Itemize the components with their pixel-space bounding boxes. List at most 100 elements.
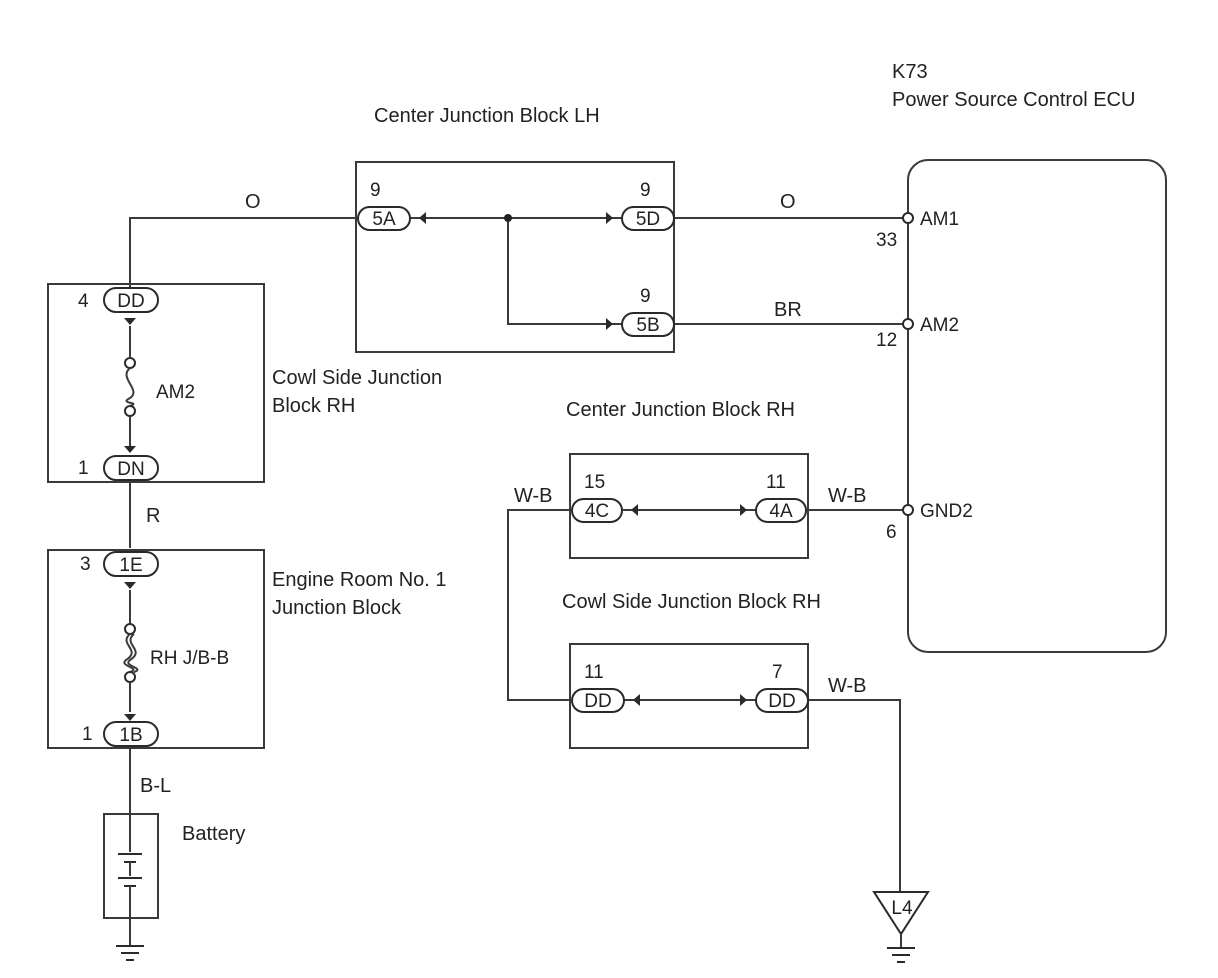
center-rh-box <box>569 453 809 559</box>
connector-1e <box>103 551 159 577</box>
connector-5d <box>621 206 675 231</box>
connector-dn <box>103 455 159 481</box>
center-lh-box <box>355 161 675 353</box>
connector-5a-id: 5A <box>372 209 396 230</box>
connector-5d-pin: 9 <box>640 180 651 201</box>
ecu-pin-am2-terminal <box>902 318 914 330</box>
battery-label: Battery <box>182 823 245 845</box>
connector-5a-arrow-icon <box>419 212 426 224</box>
fuse-rhjb-label: RH J/B-B <box>150 648 229 669</box>
ecu-name: Power Source Control ECU <box>892 89 1135 111</box>
ecu-box <box>907 159 1167 653</box>
connector-4c-pin: 15 <box>584 472 605 493</box>
connector-1b-pin: 1 <box>82 724 93 745</box>
cowl-side-junction-block-rh-left: Cowl Side Junction Block RH 4 DD AM2 1 D… <box>78 287 442 481</box>
engine-room-title-line2: Junction Block <box>272 597 402 619</box>
center-junction-block-lh: Center Junction Block LH 9 5A 9 5D 9 5B <box>357 105 675 337</box>
connector-dd-top-arrow-icon <box>124 318 136 325</box>
wire-branch-5b <box>507 218 622 325</box>
wire-label-o-left: O <box>245 191 261 213</box>
engine-room-junction-block: Engine Room No. 1 Junction Block 3 1E RH… <box>80 551 447 747</box>
connector-dd-right <box>755 688 809 713</box>
splice-dot <box>504 214 512 222</box>
ground-point-label: L4 <box>891 898 913 919</box>
cowl-rh-bottom-title: Cowl Side Junction Block RH <box>562 591 821 613</box>
connector-5d-id: 5D <box>636 209 660 230</box>
connector-4c <box>571 498 623 523</box>
fuse-rhjb-icon <box>123 633 135 673</box>
wire-label-br: BR <box>774 299 802 321</box>
fuse-am2-terminal-top <box>124 357 136 369</box>
connector-dd-left <box>571 688 625 713</box>
cowl-rh-left-box <box>47 283 265 483</box>
ground-l4-icon <box>887 947 915 963</box>
connector-4c-arrow-icon <box>631 504 638 516</box>
wires <box>129 217 904 946</box>
ecu-pin-gnd2-terminal <box>902 504 914 516</box>
wire-label-r: R <box>146 505 160 527</box>
connector-dd-right-arrow-icon <box>740 694 747 706</box>
ecu-pin-gnd2-label: GND2 <box>920 501 973 522</box>
connector-4a-pin: 11 <box>766 472 786 493</box>
fuse-rhjb-terminal-top <box>124 623 136 635</box>
cowl-rh-left-title-line2: Block RH <box>272 395 355 417</box>
connector-dn-id: DN <box>117 459 144 480</box>
ground-point-l4: L4 <box>872 891 930 963</box>
connector-5a <box>357 206 411 231</box>
ecu-pin-am2-number: 12 <box>876 330 897 351</box>
ecu-code: K73 <box>892 61 928 83</box>
block-outlines <box>47 159 1167 749</box>
connector-5b <box>621 312 675 337</box>
ecu-pin-am1-label: AM1 <box>920 209 959 230</box>
wire-label-wb-left: W-B <box>514 485 553 507</box>
connector-4a-arrow-icon <box>740 504 747 516</box>
connector-5b-pin: 9 <box>640 286 651 307</box>
connector-dn-arrow-icon <box>124 446 136 453</box>
fuse-rhjb-terminal-bottom <box>124 671 136 683</box>
connector-4c-id: 4C <box>585 501 609 522</box>
wire-label-wb-bottom: W-B <box>828 675 867 697</box>
fuse-am2-icon <box>125 367 135 407</box>
connector-5d-arrow-icon <box>606 212 613 224</box>
connector-5a-pin: 9 <box>370 180 381 201</box>
ecu-pin-gnd2-number: 6 <box>886 522 897 543</box>
engine-room-box <box>47 549 265 749</box>
wire-label-o-right: O <box>780 191 796 213</box>
connector-dd-top-pin: 4 <box>78 291 89 312</box>
connector-5b-id: 5B <box>636 315 659 336</box>
connector-dd-right-id: DD <box>768 691 795 712</box>
fuse-am2-label: AM2 <box>156 382 195 403</box>
connector-1b <box>103 721 159 747</box>
wire-labels: O O BR R B-L W-B W-B W-B <box>140 191 867 797</box>
ecu-pin-am1-number: 33 <box>876 230 897 251</box>
connector-dd-top <box>103 287 159 313</box>
center-junction-block-rh: Center Junction Block RH 15 4C 11 4A <box>566 399 807 523</box>
connector-1e-arrow-icon <box>124 582 136 589</box>
wire-wb-bottom <box>808 699 901 892</box>
ecu: K73 Power Source Control ECU AM1 33 AM2 … <box>876 61 1135 543</box>
connector-1b-arrow-icon <box>124 714 136 721</box>
ground-icon <box>116 945 144 961</box>
wire-label-wb-gnd2: W-B <box>828 485 867 507</box>
ecu-pin-am2-label: AM2 <box>920 315 959 336</box>
connector-4a-id: 4A <box>769 501 793 522</box>
connector-5b-arrow-icon <box>606 318 613 330</box>
connector-dd-right-pin: 7 <box>772 662 783 683</box>
center-lh-title: Center Junction Block LH <box>374 105 600 127</box>
fuse-rhjb-icon-2 <box>127 633 139 673</box>
connector-1e-id: 1E <box>119 555 142 576</box>
wire-wb-loop <box>507 509 570 701</box>
connector-dd-left-id: DD <box>584 691 611 712</box>
center-rh-title: Center Junction Block RH <box>566 399 795 421</box>
connector-dn-pin: 1 <box>78 458 89 479</box>
ground-point-triangle-icon <box>872 891 930 936</box>
connector-1e-pin: 3 <box>80 554 91 575</box>
cowl-side-junction-block-rh-bottom: Cowl Side Junction Block RH 11 DD 7 DD <box>562 591 821 713</box>
connector-1b-id: 1B <box>119 725 142 746</box>
ecu-pin-am1-terminal <box>902 212 914 224</box>
fuse-am2-terminal-bottom <box>124 405 136 417</box>
wire-label-bl: B-L <box>140 775 171 797</box>
cowl-rh-left-title-line1: Cowl Side Junction <box>272 367 442 389</box>
engine-room-title-line1: Engine Room No. 1 <box>272 569 447 591</box>
